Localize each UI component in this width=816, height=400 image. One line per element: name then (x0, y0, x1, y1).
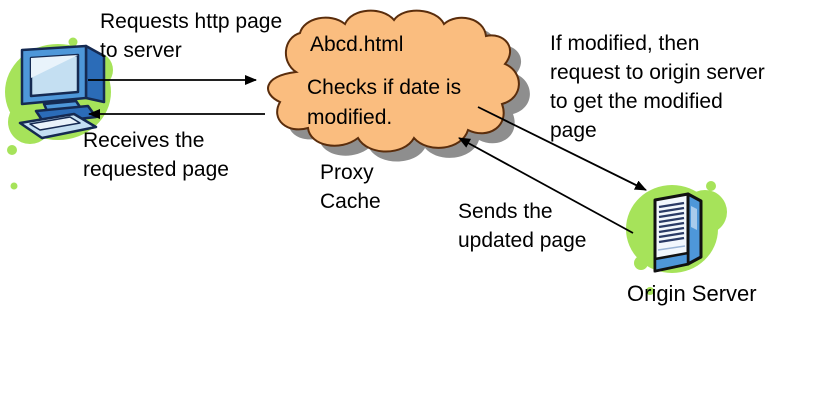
server-base (653, 251, 690, 273)
request-label: Requests http page to server (100, 10, 283, 62)
computer-monitor (20, 44, 106, 125)
receive-label: Receives the requested page (83, 129, 229, 181)
cloud-filename-label: Abcd.html (310, 33, 404, 56)
cloud-shape (267, 9, 520, 153)
origin-server-label: Origin Server (627, 281, 757, 306)
server-side-panel (691, 206, 697, 230)
forward-request-arrow (477, 106, 647, 191)
sends-updated-label: Sends the updated page (458, 200, 587, 252)
if-modified-label: If modified, then request to origin serv… (550, 32, 765, 142)
cloud-note-label: Checks if date is modified. (307, 76, 462, 129)
server-tower-icon (626, 181, 727, 295)
server-side-face (686, 192, 703, 266)
proxy-cache-label: Proxy Cache (320, 161, 381, 213)
proxy-cloud (267, 9, 530, 162)
desktop-computer-icon (5, 37, 113, 190)
server-drive-slots (658, 201, 685, 244)
computer-keyboard (18, 112, 98, 140)
updated-page-arrow (458, 137, 634, 234)
